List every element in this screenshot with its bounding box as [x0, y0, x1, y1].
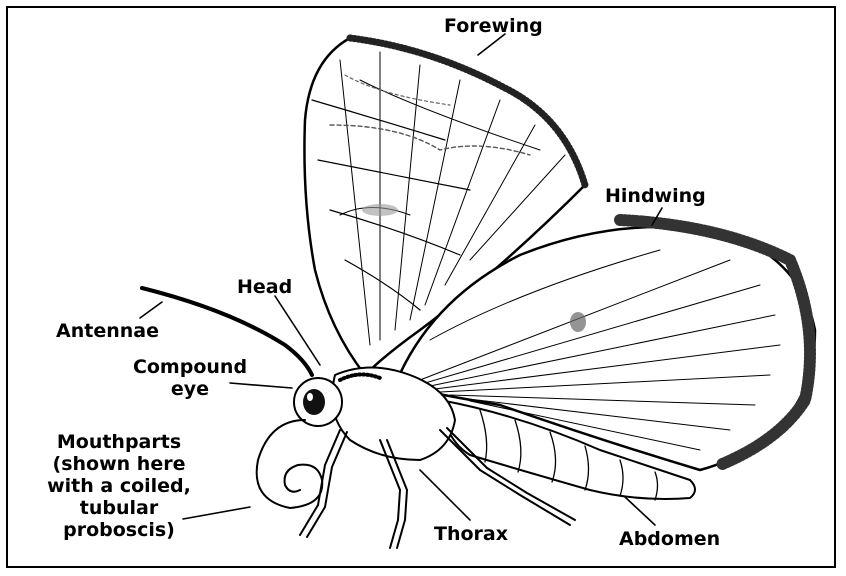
mouthparts-label-line: Mouthparts	[34, 431, 204, 453]
mouthparts-label-line: proboscis)	[34, 519, 204, 541]
head-shape	[294, 378, 342, 426]
mouthparts-label: Mouthparts (shown here with a coiled, tu…	[34, 431, 204, 541]
compound-eye-label: Compound eye	[120, 356, 260, 400]
hindwing-label: Hindwing	[605, 185, 706, 207]
proboscis-coil	[257, 420, 323, 508]
compound-eye-label-line2: eye	[120, 378, 260, 400]
thorax-label: Thorax	[434, 523, 508, 545]
compound-eye-label-line1: Compound	[120, 356, 260, 378]
head-label: Head	[237, 276, 292, 298]
forewing-label: Forewing	[444, 15, 543, 37]
antennae-label: Antennae	[56, 320, 159, 342]
mouthparts-label-line: (shown here	[34, 453, 204, 475]
mouthparts-label-line: tubular	[34, 497, 204, 519]
abdomen-label: Abdomen	[619, 528, 720, 550]
mouthparts-label-line: with a coiled,	[34, 475, 204, 497]
